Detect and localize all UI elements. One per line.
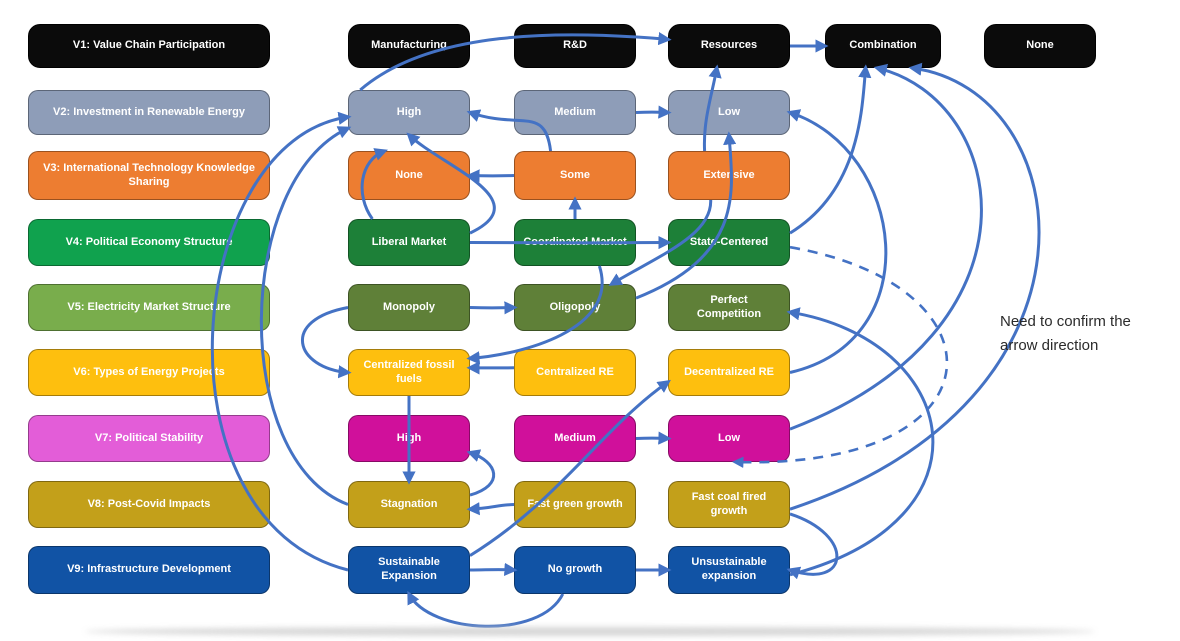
node-r4-liberal-market[interactable]: Liberal Market [348, 219, 470, 266]
node-r5-perfect-competition[interactable]: Perfect Competition [668, 284, 790, 331]
arrow-r9c2-to-r9c1 [407, 590, 565, 628]
node-r4-coordinated-market[interactable]: Coordinated Market [514, 219, 636, 266]
node-r2-low[interactable]: Low [668, 90, 790, 135]
node-r9-sustainable-expansion[interactable]: Sustainable Expansion [348, 546, 470, 594]
node-r4-state-centered[interactable]: State-Centered [668, 219, 790, 266]
arrow-r8c1-to-r7c1 [466, 449, 496, 497]
arrow-r6c3-to-r2c3 [786, 109, 888, 374]
node-r2-high[interactable]: High [348, 90, 470, 135]
node-r1-r-d[interactable]: R&D [514, 24, 636, 68]
node-r5-oligopoly[interactable]: Oligopoly [514, 284, 636, 331]
label-r8-v8-post-covid-impacts[interactable]: V8: Post-Covid Impacts [28, 481, 270, 528]
label-r4-v4-political-economy-structure[interactable]: V4: Political Economy Structure [28, 219, 270, 266]
node-r1-none[interactable]: None [984, 24, 1096, 68]
node-r9-unsustainable-expansion[interactable]: Unsustainable expansion [668, 546, 790, 594]
node-r3-none[interactable]: None [348, 151, 470, 200]
arrow-r8c3-to-r1c4 [789, 62, 1041, 511]
arrow-r8c2-to-r8c1 [466, 502, 515, 516]
page-shadow [85, 627, 1095, 636]
node-r6-centralized-re[interactable]: Centralized RE [514, 349, 636, 396]
arrow-r4c3-to-r1c4 [789, 64, 872, 235]
node-r5-monopoly[interactable]: Monopoly [348, 284, 470, 331]
node-r9-no-growth[interactable]: No growth [514, 546, 636, 594]
node-r3-some[interactable]: Some [514, 151, 636, 200]
arrow-r5c1-to-r6c1 [301, 306, 352, 379]
arrow-r8c3-to-r9c3 [786, 512, 839, 580]
arrow-r9c1-to-r6c3 [469, 379, 671, 557]
label-r3-v3-international-technology-knowledge-sharing[interactable]: V3: International Technology Knowledge S… [28, 151, 270, 200]
node-r7-low[interactable]: Low [668, 415, 790, 462]
node-r3-extensive[interactable]: Extensive [668, 151, 790, 200]
node-r6-decentralized-re[interactable]: Decentralized RE [668, 349, 790, 396]
node-r1-combination[interactable]: Combination [825, 24, 941, 68]
label-r5-v5-electricity-market-structure[interactable]: V5: Electricity Market Structure [28, 284, 270, 331]
note-text: Need to confirm the arrow direction [1000, 313, 1131, 355]
node-r8-stagnation[interactable]: Stagnation [348, 481, 470, 528]
arrow-r7c3-to-r1c4 [789, 63, 983, 431]
arrow-r9c3-to-r5c3 [786, 307, 935, 577]
node-r7-high[interactable]: High [348, 415, 470, 462]
label-r9-v9-infrastructure-development[interactable]: V9: Infrastructure Development [28, 546, 270, 594]
node-r8-fast-green-growth[interactable]: Fast green growth [514, 481, 636, 528]
node-r2-medium[interactable]: Medium [514, 90, 636, 135]
node-r8-fast-coal-fired-growth[interactable]: Fast coal fired growth [668, 481, 790, 528]
label-r1-v1-value-chain-participation[interactable]: V1: Value Chain Participation [28, 24, 270, 68]
node-r7-medium[interactable]: Medium [514, 415, 636, 462]
node-r1-manufacturing[interactable]: Manufacturing [348, 24, 470, 68]
label-r2-v2-investment-in-renewable-energy[interactable]: V2: Investment in Renewable Energy [28, 90, 270, 135]
label-r6-v6-types-of-energy-projects[interactable]: V6: Types of Energy Projects [28, 349, 270, 396]
node-r6-centralized-fossil-fuels[interactable]: Centralized fossil fuels [348, 349, 470, 396]
arrow-r8c1-to-r2c1 [259, 126, 352, 506]
label-r7-v7-political-stability[interactable]: V7: Political Stability [28, 415, 270, 462]
node-r1-resources[interactable]: Resources [668, 24, 790, 68]
